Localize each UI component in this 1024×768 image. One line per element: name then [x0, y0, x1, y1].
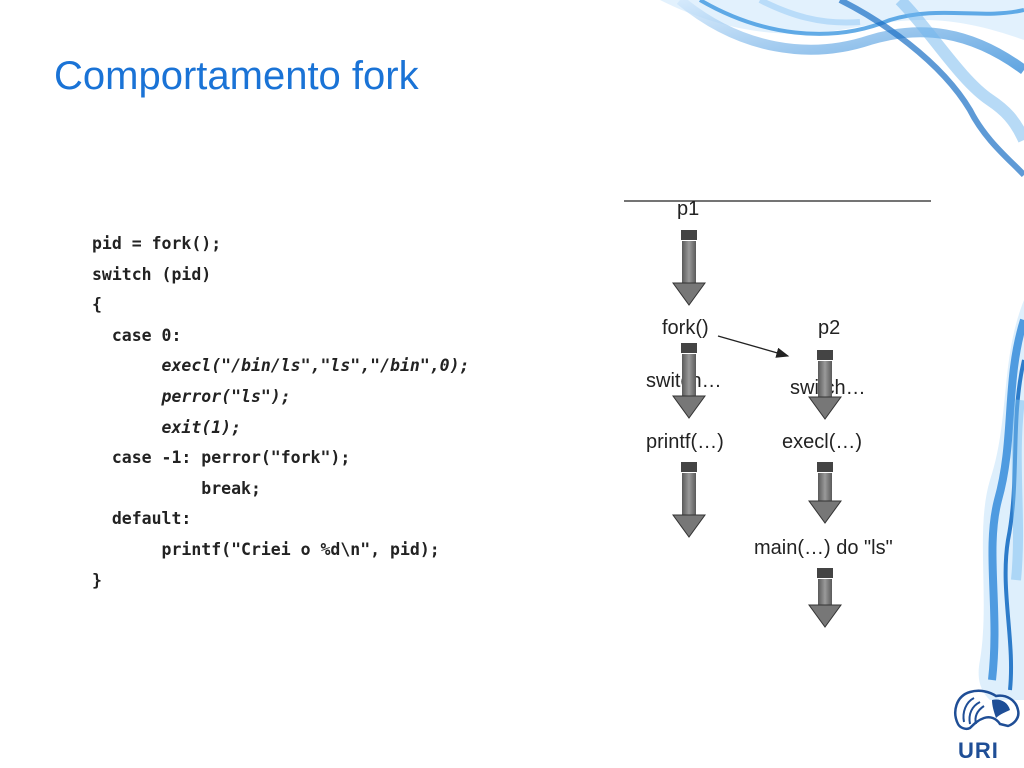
fork-connector-arrow — [717, 335, 790, 358]
fork-label: fork() — [662, 317, 709, 339]
arrow-p1-switch — [672, 343, 706, 419]
decorative-smoke-right — [978, 300, 1024, 700]
uri-logo-emblem-icon — [954, 689, 1020, 731]
slide-title: Comportamento fork — [54, 54, 419, 98]
arrow-p2-switch — [808, 350, 842, 420]
decorative-smoke-top — [660, 0, 1024, 178]
code-line: perror("ls"); — [92, 387, 291, 406]
uri-logo: URI — [944, 684, 1024, 768]
p1-label: p1 — [677, 198, 699, 220]
uri-logo-text: URI — [958, 738, 999, 763]
arrow-p2-execl — [808, 462, 842, 524]
code-line: { — [92, 295, 102, 315]
code-line: pid = fork(); — [92, 234, 222, 253]
p2-label: p2 — [818, 317, 840, 339]
code-line: } — [92, 570, 102, 590]
code-line: default: — [92, 509, 192, 529]
code-line: break; — [92, 478, 261, 498]
code-line: case 0: — [92, 325, 182, 345]
main-label: main(…) do "ls" — [754, 537, 893, 559]
code-line: printf("Criei o %d\n", pid); — [92, 540, 440, 559]
printf-label: printf(…) — [646, 431, 724, 453]
arrow-p1-bottom — [672, 462, 706, 538]
execl-label: execl(…) — [782, 431, 862, 453]
code-line: case -1: perror("fork"); — [92, 448, 351, 468]
code-line: execl("/bin/ls","ls","/bin",0); — [92, 356, 470, 376]
arrow-p1-top — [672, 230, 706, 306]
arrow-p2-main — [808, 568, 842, 628]
code-line: switch (pid) — [92, 264, 212, 284]
code-line: exit(1); — [92, 417, 242, 437]
fork-process-diagram: p1 fork() p2 switch… switch… printf(…) e… — [624, 198, 931, 628]
